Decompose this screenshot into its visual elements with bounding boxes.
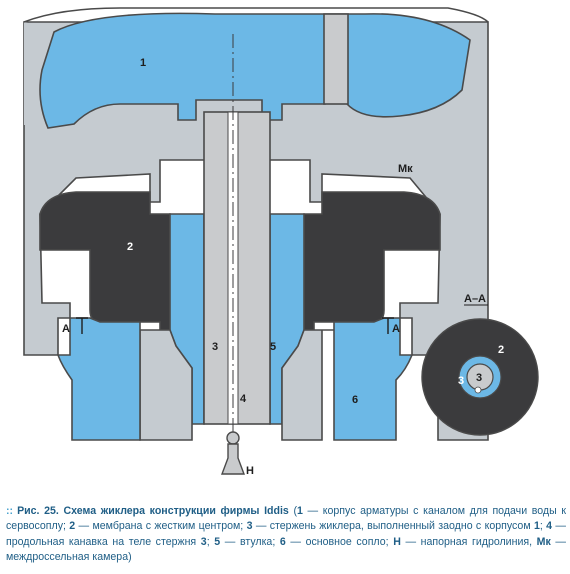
section-mark-right [382,317,394,334]
section-label-3-left: 3 [458,375,464,387]
section-label-2: 2 [498,344,504,356]
section-title: А–А [464,293,486,305]
caption-text-3b: ; [539,520,543,533]
caption-text-mk: — междроссельная камера) [6,535,566,564]
label-3: 3 [212,341,218,353]
caption-text-3: — стержень жиклера, выполненный заодно с… [255,520,531,533]
caption-title: Схема жиклера конструкции фирмы Iddis [63,505,289,517]
caption-text-1: — корпус арматуры с каналом для подачи в… [6,505,566,533]
nozzle-right [333,317,414,441]
caption-key-3: 3 [246,520,253,533]
label-mk: Мк [398,163,413,175]
label-4: 4 [240,393,247,405]
caption-key-6: 6 [279,535,286,548]
caption-key-5: 5 [214,535,221,548]
caption-key-4b: 3 [200,535,207,548]
caption-key-h: Н [393,535,401,548]
caption-text-4: — продольная канавка на теле стержня [6,520,566,548]
section-groove [474,386,482,394]
caption-bullets: :: [6,505,14,517]
jet-diagram: 1 Мк 2 3 5 4 6 Н А А А–А 2 3 3 [23,7,539,477]
label-1: 1 [140,57,146,69]
label-a-left: А [62,323,70,335]
caption-key-3b: 1 [533,520,540,533]
caption-key-mk: Мк [536,535,551,548]
housing-channel-top [39,12,471,129]
caption-key-1: 1 [297,505,303,517]
label-h: Н [246,465,254,477]
servo-rod [323,13,349,105]
nozzle-left [56,317,141,441]
label-5: 5 [270,341,276,353]
caption-figure-number: Рис. 25. [17,505,59,517]
caption-text-h: — напорная гидролиния, [405,535,533,548]
pressure-line-arrow [220,443,246,475]
label-6: 6 [352,394,358,406]
bushing-right [281,329,334,441]
housing-top-outline [23,7,489,23]
section-label-3-center: 3 [476,372,482,384]
section-mark-left [76,317,88,334]
figure-caption: ::Рис. 25. Схема жиклера конструкции фир… [6,504,566,566]
caption-text-2: — мембрана с жестким центром; [78,520,244,533]
pressure-line-port [226,431,240,445]
caption-text-4b: ; [206,535,210,548]
housing-body [23,21,489,441]
label-2: 2 [127,241,133,253]
caption-key-4: 4 [546,520,553,533]
label-a-right: А [392,323,400,335]
caption-paren: ( [293,505,297,517]
caption-text-5: — втулка; [224,535,276,548]
caption-text-6: — основное сопло; [290,535,389,548]
caption-key-2: 2 [69,520,76,533]
